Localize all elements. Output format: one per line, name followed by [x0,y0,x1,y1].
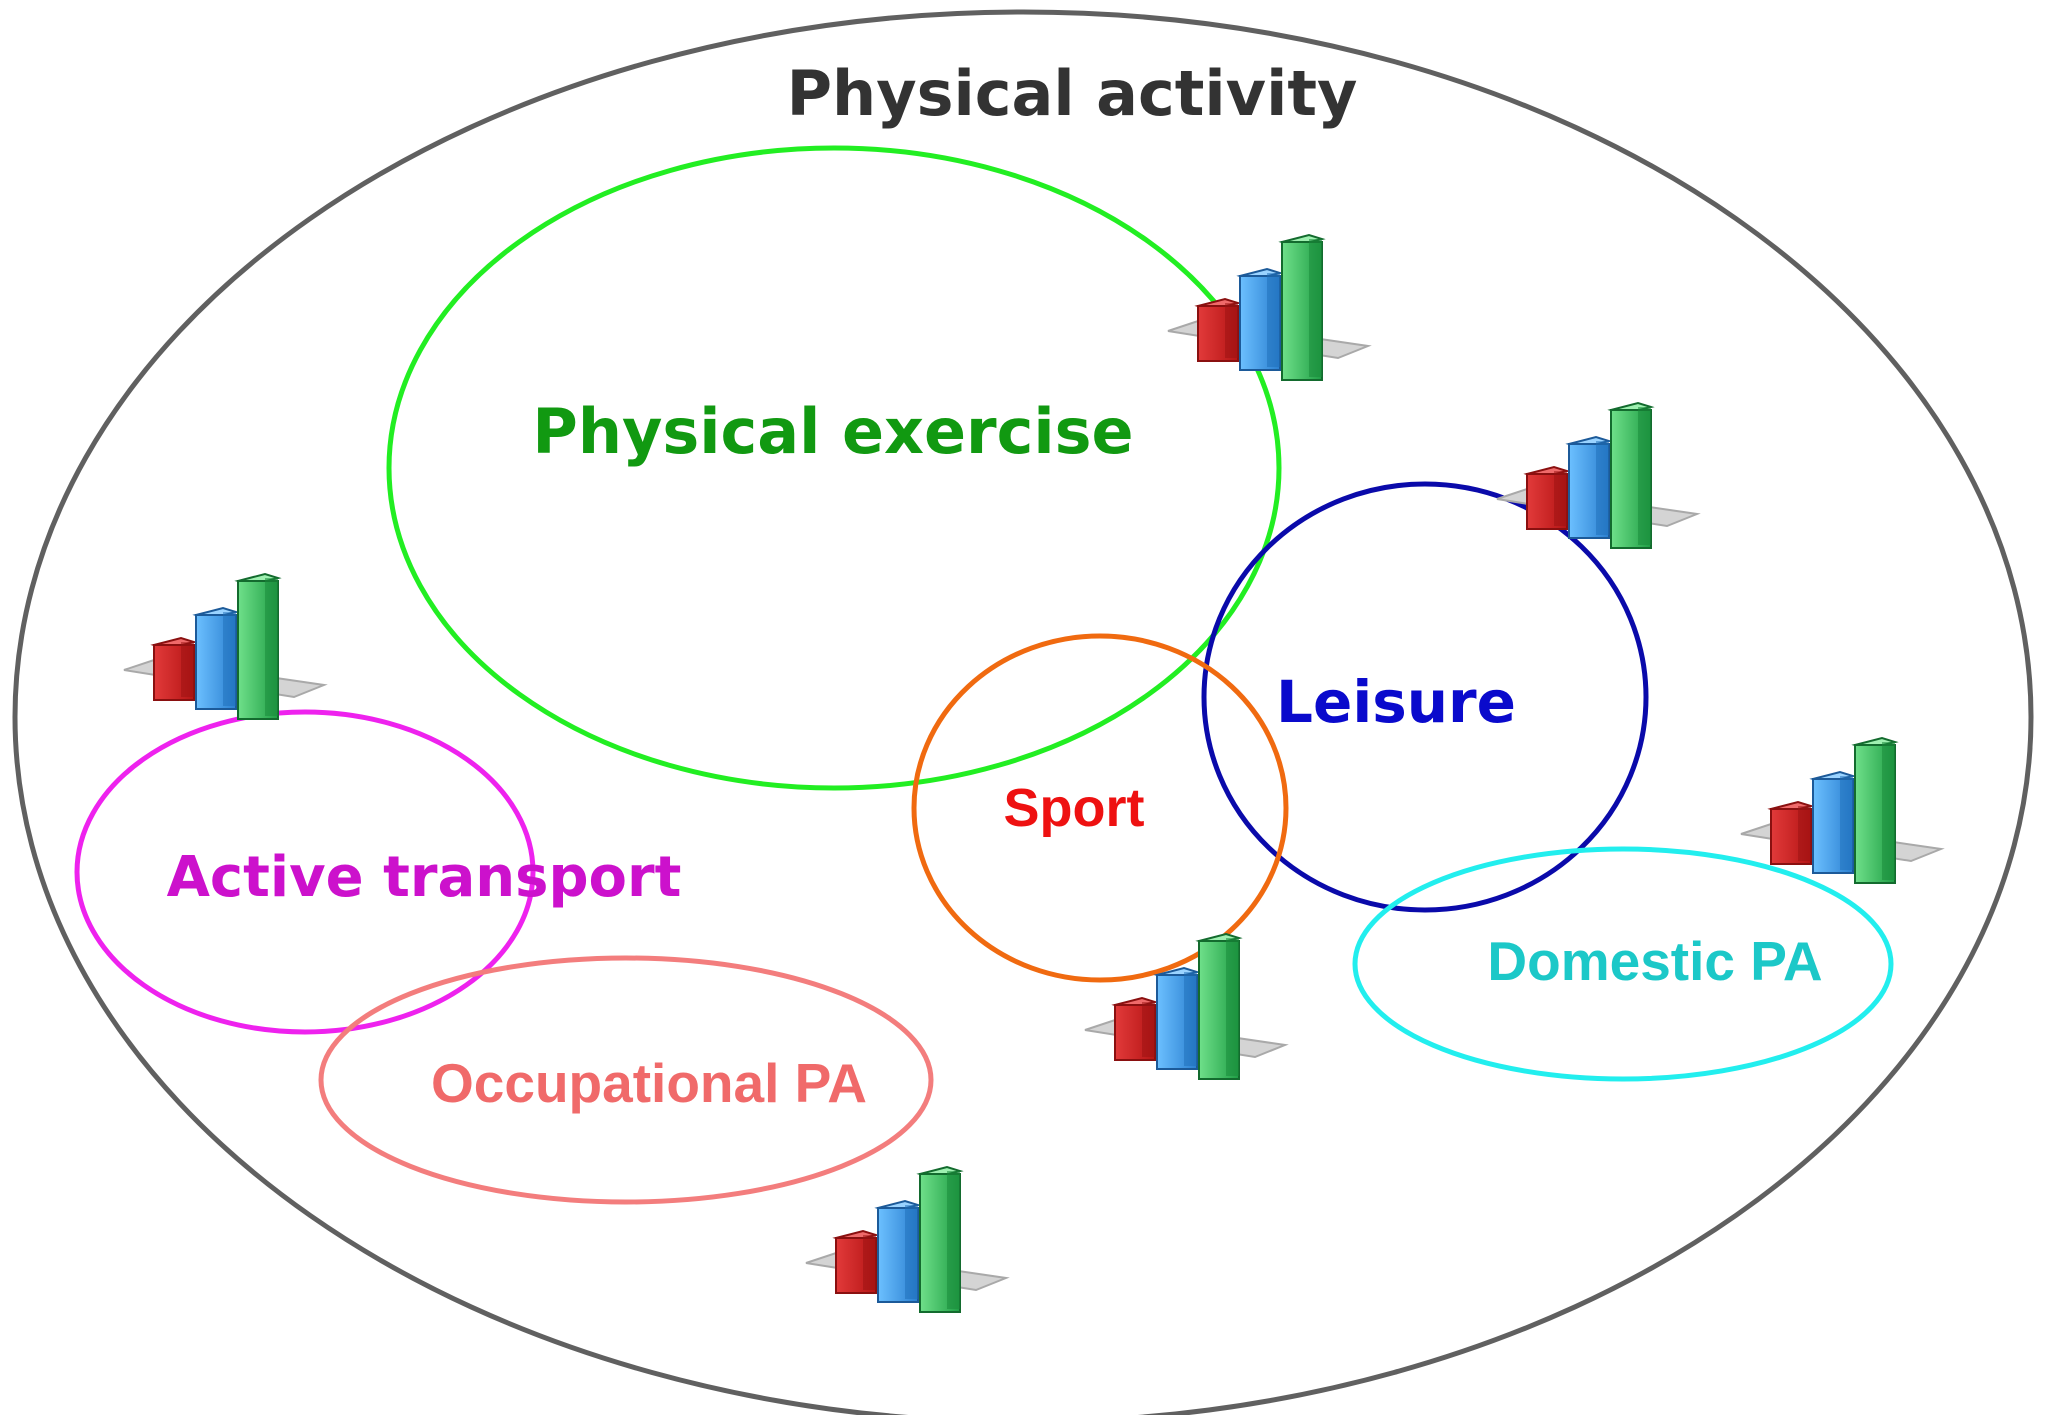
bar-chart-icon [805,1166,1007,1313]
set-sport-label: Sport [1004,778,1145,838]
outer-set-title: Physical activity [787,57,1358,130]
bar-chart-icon [1496,402,1698,549]
set-sport-ellipse [911,633,1289,983]
set-active-transport-ellipse [74,709,536,1035]
set-physical-exercise-ellipse [386,145,1282,791]
set-domestic-pa-ellipse [1352,846,1894,1082]
set-physical-exercise-label: Physical exercise [532,395,1133,468]
set-leisure-ellipse [1201,481,1649,913]
set-domestic-pa-label: Domestic PA [1487,930,1822,992]
set-active-transport-label: Active transport [167,845,682,910]
set-occupational-pa-ellipse [318,955,934,1205]
bar-chart-icon [1740,737,1942,884]
bar-chart-icon [123,573,325,720]
outer-set-physical-activity [12,9,2034,1415]
bar-chart-icon [1167,234,1369,381]
bar-chart-icon [1084,933,1286,1080]
set-leisure-label: Leisure [1276,668,1516,736]
set-occupational-pa-label: Occupational PA [431,1052,867,1114]
